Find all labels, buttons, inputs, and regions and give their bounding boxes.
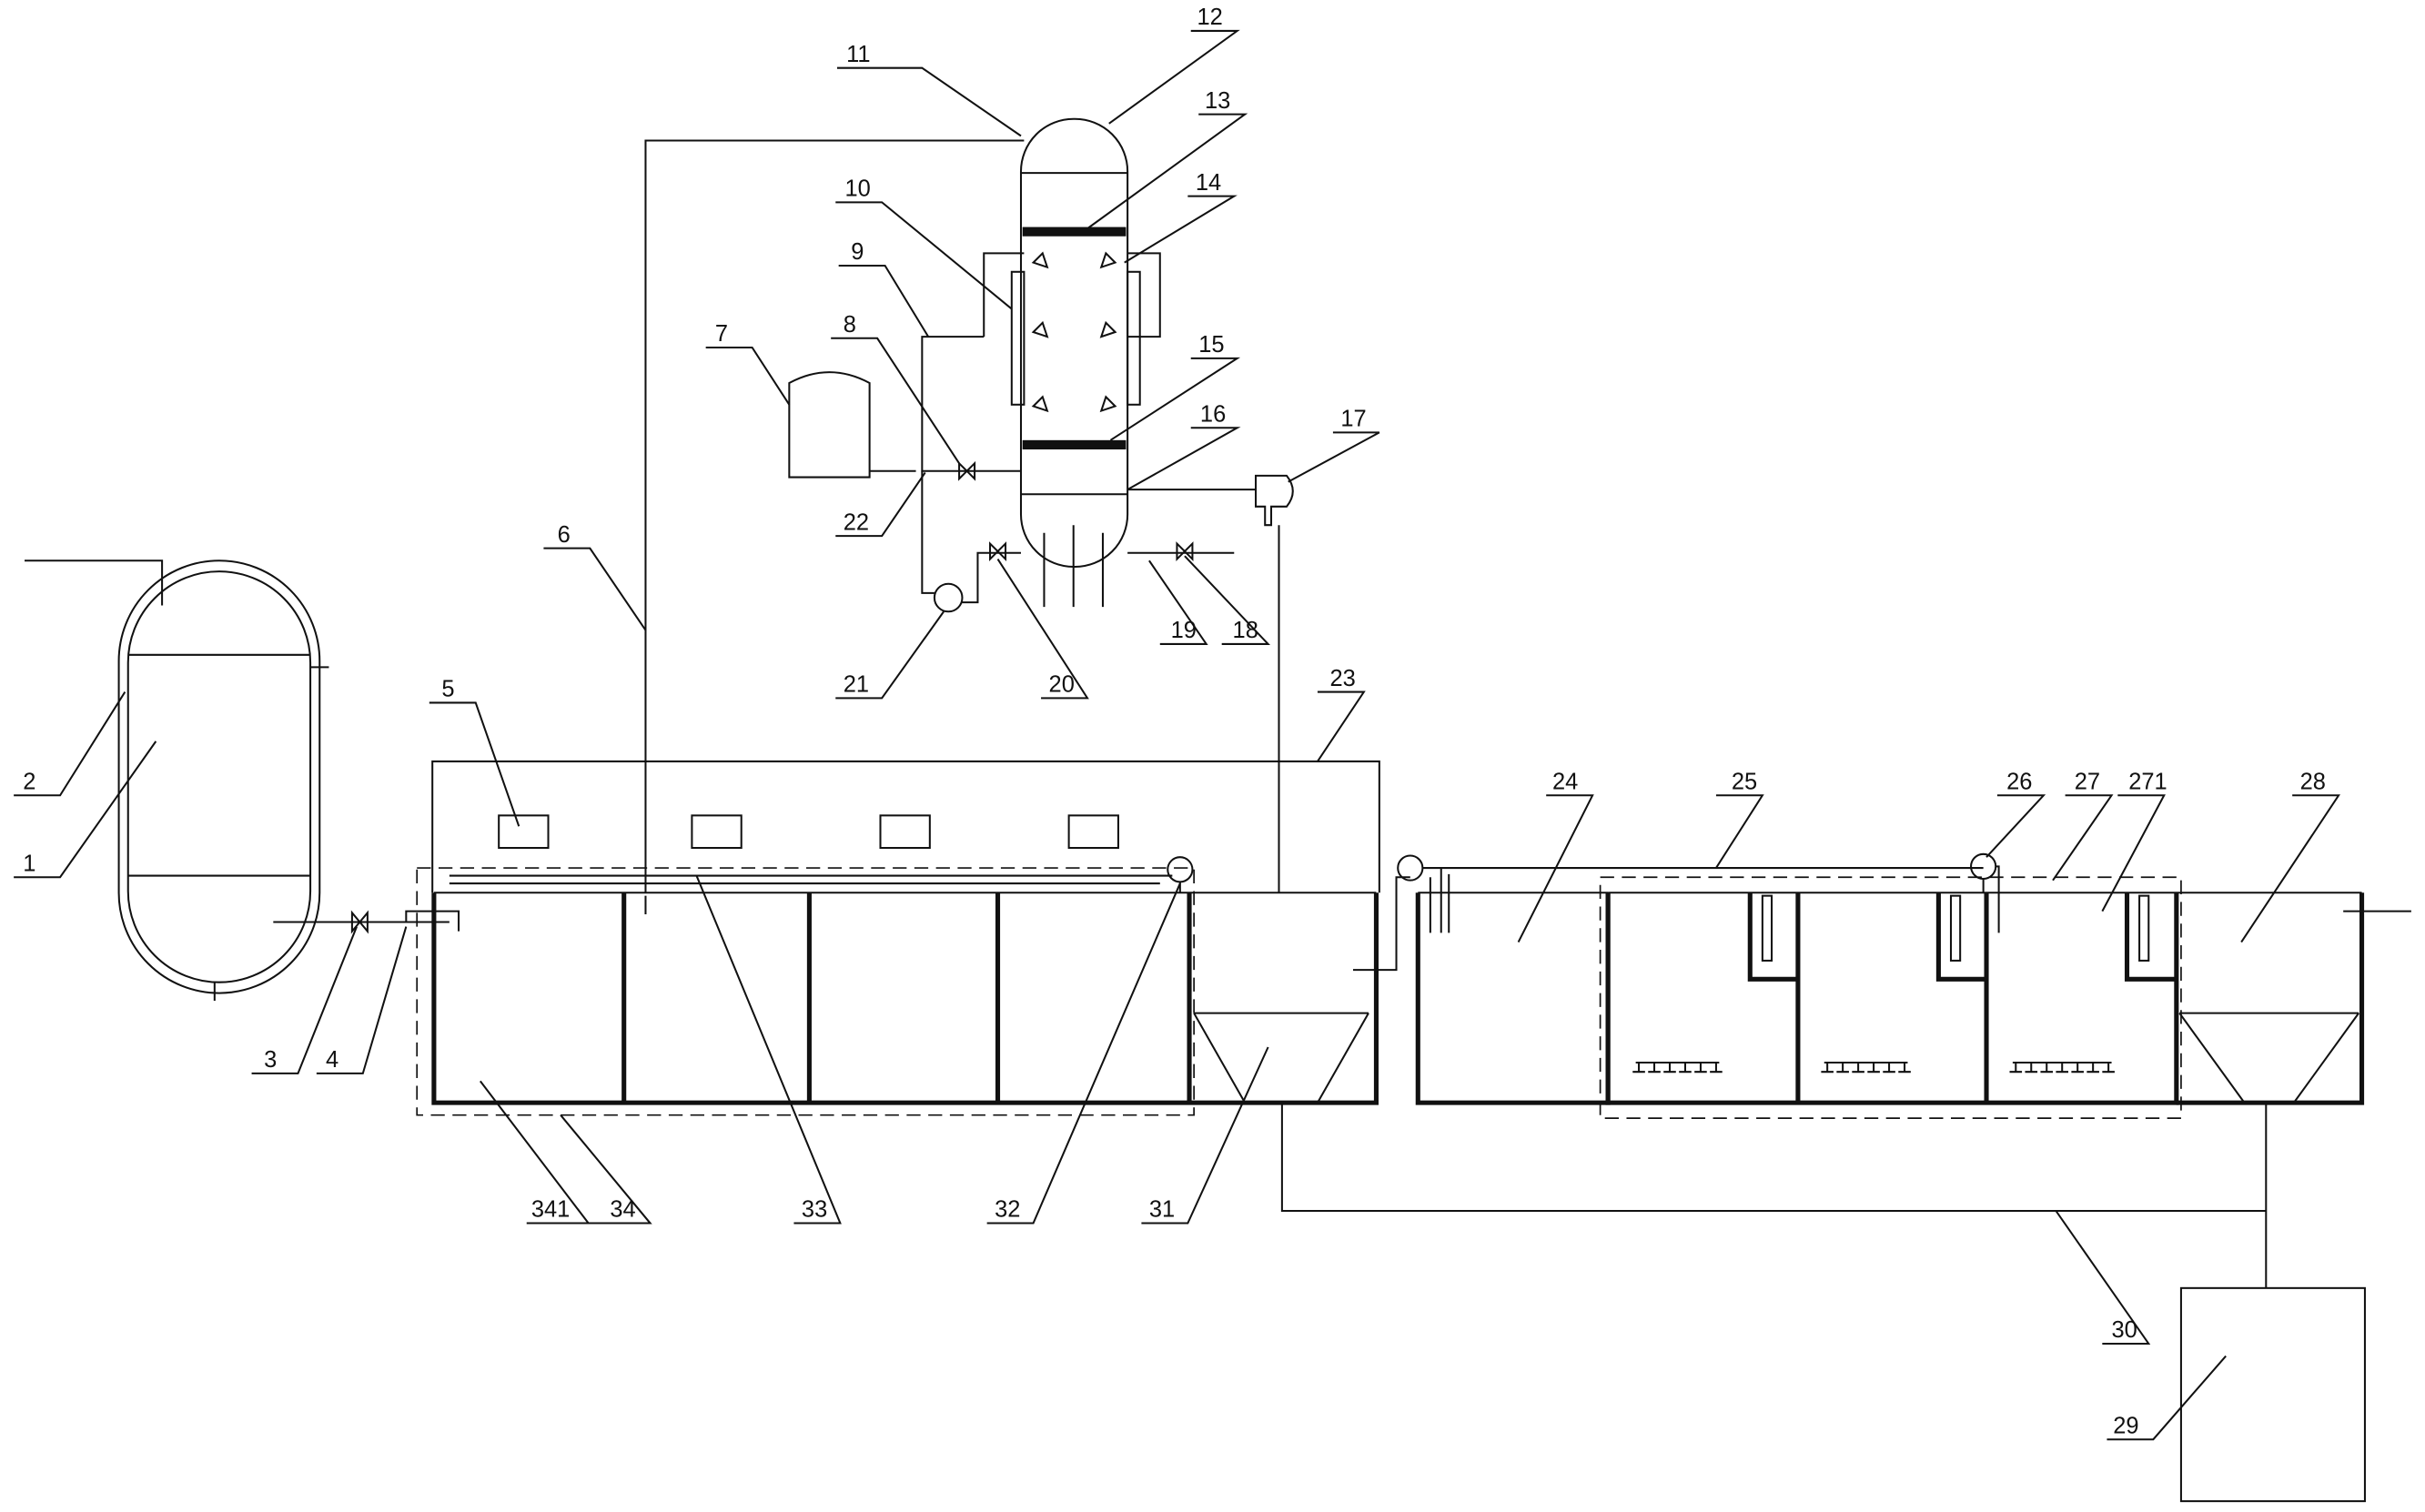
pump-transfer	[1397, 854, 1984, 933]
pump-26	[1970, 852, 2000, 933]
label-16: 16	[1200, 401, 1226, 427]
collection-hood	[431, 760, 1380, 893]
aeration-tanks-27	[1599, 876, 2362, 1119]
label-19: 19	[1171, 618, 1197, 643]
label-271: 271	[2128, 769, 2167, 794]
label-28: 28	[2300, 769, 2326, 794]
label-21: 21	[844, 672, 869, 698]
label-9: 9	[851, 239, 864, 265]
exhaust-fan-17	[1127, 474, 1294, 893]
label-31: 31	[1149, 1197, 1175, 1223]
deodorization-tower	[983, 117, 1161, 608]
label-30: 30	[2112, 1317, 2137, 1343]
label-15: 15	[1198, 332, 1224, 358]
label-26: 26	[2006, 769, 2032, 794]
label-3: 3	[264, 1047, 277, 1073]
label-341: 341	[531, 1197, 570, 1223]
leader-lines	[14, 29, 2340, 1441]
label-8: 8	[844, 312, 856, 338]
label-22: 22	[844, 509, 869, 535]
label-29: 29	[2113, 1413, 2138, 1438]
callout-labels: 1 2 3 4 5 6 7 8 9 10 11 12 13 14 15 16 1…	[23, 5, 2326, 1438]
label-11: 11	[846, 42, 870, 67]
label-4: 4	[326, 1047, 338, 1073]
label-10: 10	[844, 176, 870, 202]
label-7: 7	[715, 321, 728, 347]
reactor-vessel	[25, 559, 329, 1002]
sludge-tank-29	[2179, 1286, 2366, 1503]
label-6: 6	[558, 522, 571, 548]
label-33: 33	[802, 1197, 827, 1223]
label-27: 27	[2075, 769, 2100, 794]
label-14: 14	[1196, 170, 1221, 196]
composting-tanks	[416, 867, 1379, 1116]
equalization-tank-24	[1415, 892, 1611, 1105]
label-5: 5	[441, 677, 454, 702]
label-34: 34	[610, 1197, 635, 1223]
settling-tank-28	[2176, 892, 2411, 1105]
label-2: 2	[23, 769, 35, 794]
chemical-tank-7	[788, 371, 916, 479]
label-23: 23	[1330, 666, 1356, 691]
label-20: 20	[1049, 672, 1075, 698]
label-18: 18	[1233, 618, 1258, 643]
sludge-pipe-30	[1280, 1103, 2268, 1288]
label-1: 1	[23, 851, 35, 876]
label-12: 12	[1197, 5, 1223, 30]
dosing-lines	[921, 336, 1235, 613]
gas-duct-6	[644, 139, 1025, 893]
label-13: 13	[1205, 88, 1230, 114]
label-25: 25	[1732, 769, 1757, 794]
label-32: 32	[995, 1197, 1020, 1223]
label-17: 17	[1340, 407, 1366, 432]
label-24: 24	[1552, 769, 1578, 794]
